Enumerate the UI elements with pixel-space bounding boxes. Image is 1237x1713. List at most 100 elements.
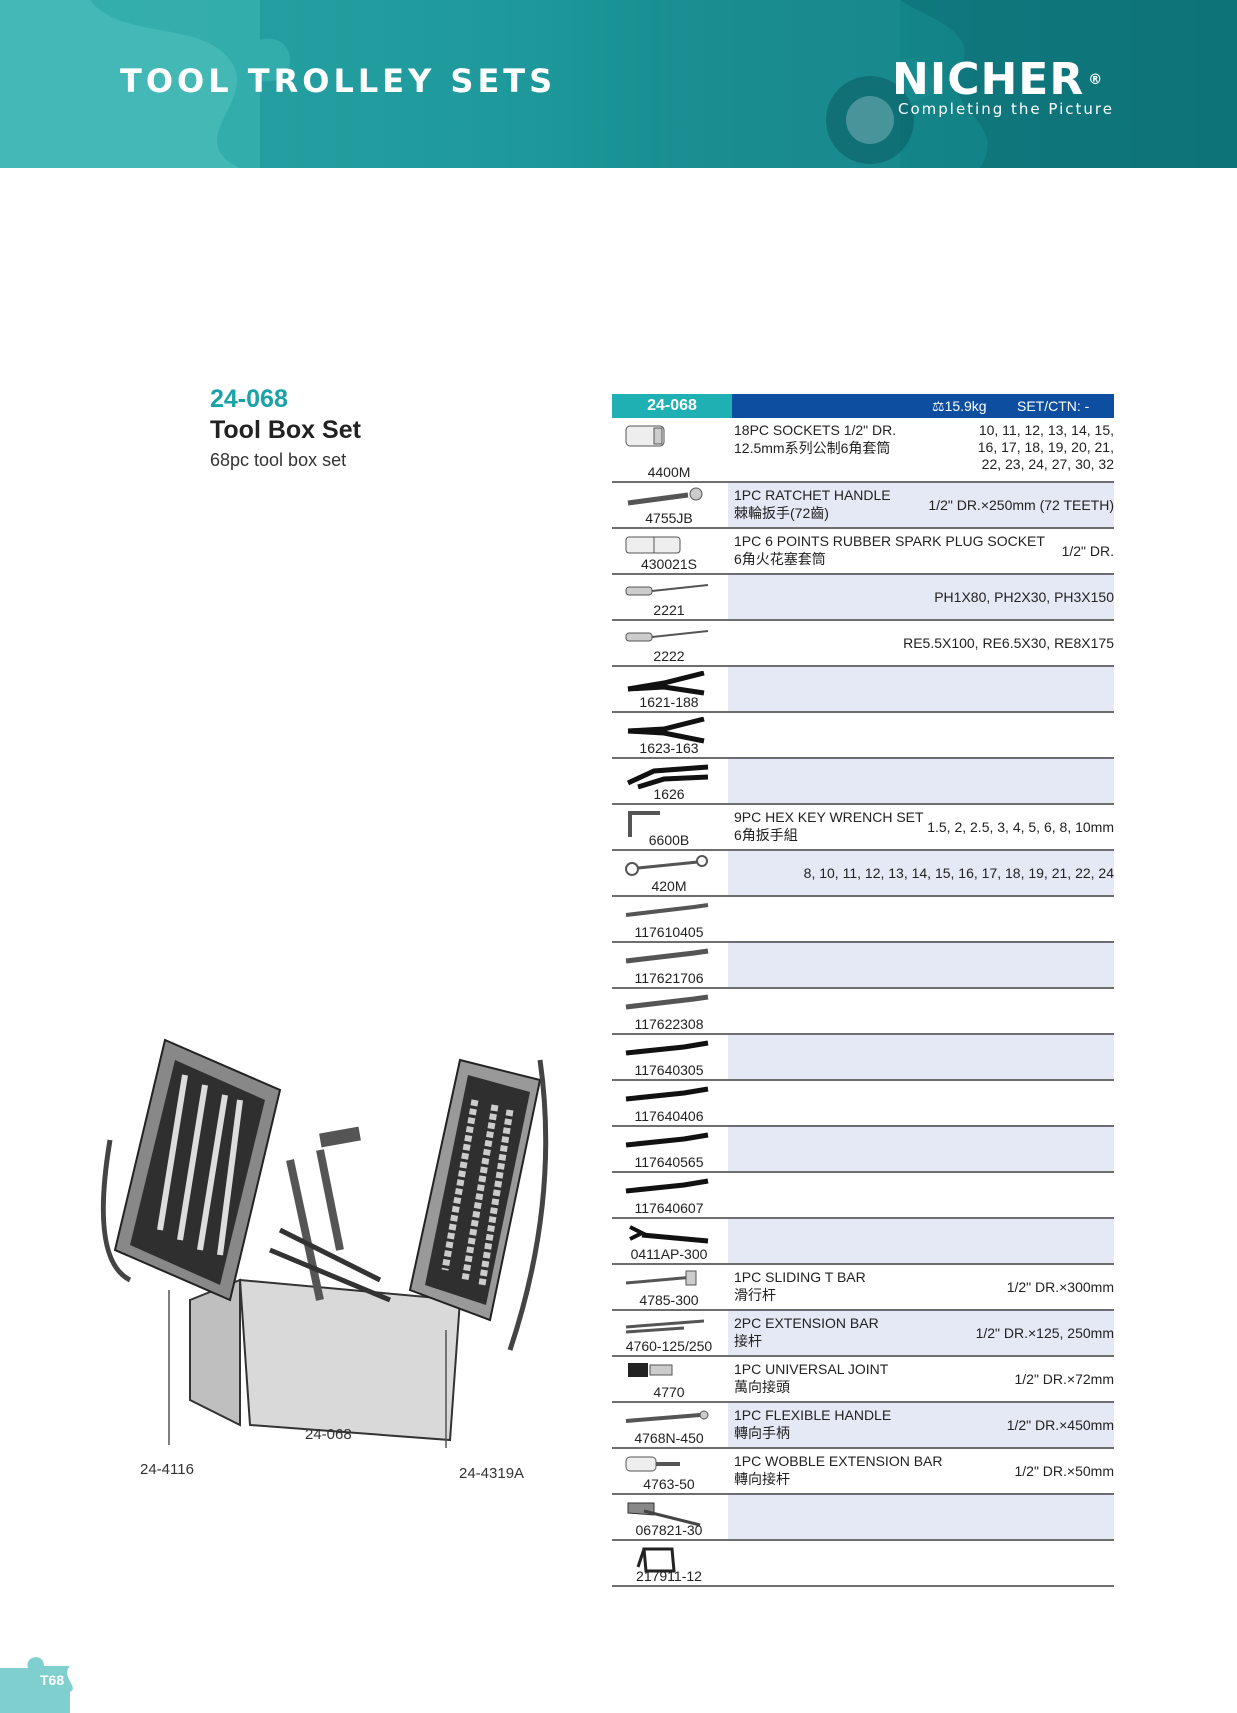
item-desc-cn: 滑行杆 <box>734 1287 776 1303</box>
item-desc-cn: 轉向手柄 <box>734 1425 790 1441</box>
item-size: RE5.5X100, RE6.5X30, RE8X175 <box>903 635 1114 651</box>
combination-wrench-icon <box>625 855 708 876</box>
table-row: 4770 1PC UNIVERSAL JOINT 萬向接頭 1/2" DR.×7… <box>612 1357 1114 1403</box>
table-row: 4400M 18PC SOCKETS 1/2" DR. 12.5mm系列公制6角… <box>612 418 1114 483</box>
item-size: 1/2" DR.×72mm <box>1014 1371 1114 1387</box>
brand-tagline: Completing the Picture <box>898 100 1114 118</box>
table-row: 6600B 9PC HEX KEY WRENCH SET 6角扳手組 1.5, … <box>612 805 1114 851</box>
item-code: 430021S <box>640 556 698 572</box>
weight-info: ⚖15.9kg <box>932 394 987 418</box>
file-icon <box>625 1086 709 1102</box>
scale-icon: ⚖ <box>932 398 945 414</box>
item-desc-cn: 12.5mm系列公制6角套筒 <box>734 440 891 456</box>
table-row: 1621-188 <box>612 667 1114 713</box>
item-desc: 1PC WOBBLE EXTENSION BAR <box>734 1453 943 1469</box>
item-desc: 9PC HEX KEY WRENCH SET <box>734 809 924 825</box>
universal-joint-icon <box>628 1363 673 1377</box>
item-code: 420M <box>651 878 687 894</box>
table-row: 217911-12 <box>612 1541 1114 1587</box>
item-code: 117640565 <box>634 1154 704 1170</box>
table-row: 1623-163 <box>612 713 1114 759</box>
table-row: 4785-300 1PC SLIDING T BAR 滑行杆 1/2" DR.×… <box>612 1265 1114 1311</box>
hex-key-icon <box>628 811 660 837</box>
item-size: 10, 11, 12, 13, 14, 15,16, 17, 18, 19, 2… <box>978 422 1114 473</box>
item-desc: 2PC EXTENSION BAR <box>734 1315 879 1331</box>
file-icon <box>625 1132 709 1148</box>
caption-center: 24-068 <box>305 1426 352 1443</box>
ratchet-icon <box>627 487 703 506</box>
punch-icon <box>625 994 709 1010</box>
item-code: 0411AP-300 <box>630 1246 708 1262</box>
item-code: 1626 <box>653 786 685 802</box>
item-code: 4768N-450 <box>634 1430 704 1446</box>
item-desc-cn: 棘輪扳手(72齒) <box>734 505 829 521</box>
product-description: 68pc tool box set <box>210 450 347 470</box>
item-code: 1621-188 <box>639 694 699 710</box>
item-code: 4400M <box>647 464 691 480</box>
item-size: 8, 10, 11, 12, 13, 14, 15, 16, 17, 18, 1… <box>803 865 1114 881</box>
item-code: 117621706 <box>634 970 704 986</box>
brand-logo: NICHER® <box>892 58 1103 102</box>
item-desc: 18PC SOCKETS 1/2" DR. <box>734 422 897 438</box>
item-code: 6600B <box>648 832 690 848</box>
section-title: TOOL TROLLEY SETS <box>120 62 557 100</box>
item-code: 117622308 <box>634 1016 704 1032</box>
item-code: 117640607 <box>634 1200 704 1216</box>
socket-icon <box>625 425 665 447</box>
file-icon <box>625 1178 709 1194</box>
item-desc-cn: 轉向接杆 <box>734 1471 790 1487</box>
size-line-2: 16, 17, 18, 19, 20, 21, <box>977 439 1114 455</box>
table-row: 117610405 <box>612 897 1114 943</box>
table-header-code: 24-068 <box>612 394 732 418</box>
contents-table: 24-068 ⚖15.9kg SET/CTN: - 4400M 18PC SOC… <box>612 394 1114 1587</box>
sliding-t-bar-icon <box>625 1270 697 1286</box>
registered-mark: ® <box>1088 72 1104 88</box>
item-desc: 1PC 6 POINTS RUBBER SPARK PLUG SOCKET <box>734 533 1045 549</box>
item-size: 1/2" DR.×450mm <box>1006 1417 1114 1433</box>
table-row: 2222 RE5.5X100, RE6.5X30, RE8X175 <box>612 621 1114 667</box>
item-desc: 1PC FLEXIBLE HANDLE <box>734 1407 892 1423</box>
table-row: 117640607 <box>612 1173 1114 1219</box>
table-row: 2221 PH1X80, PH2X30, PH3X150 <box>612 575 1114 621</box>
item-desc-cn: 接杆 <box>734 1333 762 1349</box>
item-code: 117640406 <box>634 1108 704 1124</box>
table-row: 067821-30 <box>612 1495 1114 1541</box>
item-size: 1/2" DR.×300mm <box>1006 1279 1114 1295</box>
item-size: 1/2" DR.×250mm (72 TEETH) <box>928 497 1114 513</box>
table-row: 117622308 <box>612 989 1114 1035</box>
caption-left: 24-4116 <box>140 1461 194 1478</box>
table-row: 117640305 <box>612 1035 1114 1081</box>
table-row: 4760-125/250 2PC EXTENSION BAR 接杆 1/2" D… <box>612 1311 1114 1357</box>
item-code: 117640305 <box>634 1062 704 1078</box>
punch-icon <box>625 948 709 964</box>
punch-icon <box>625 903 709 917</box>
table-row: 117640406 <box>612 1081 1114 1127</box>
table-header: 24-068 ⚖15.9kg SET/CTN: - <box>612 394 1114 418</box>
wobble-extension-icon <box>625 1456 680 1472</box>
item-size: 1.5, 2, 2.5, 3, 4, 5, 6, 8, 10mm <box>927 819 1114 835</box>
water-pump-pliers-icon <box>626 764 709 790</box>
item-size: 1/2" DR.×50mm <box>1014 1463 1114 1479</box>
table-row: 430021S 1PC 6 POINTS RUBBER SPARK PLUG S… <box>612 529 1114 575</box>
table-row: 420M 8, 10, 11, 12, 13, 14, 15, 16, 17, … <box>612 851 1114 897</box>
hammer-icon <box>627 1502 701 1527</box>
slotted-screwdriver-icon <box>625 630 709 642</box>
item-desc-cn: 6角火花塞套筒 <box>734 551 826 567</box>
table-row: 1626 <box>612 759 1114 805</box>
product-name: Tool Box Set <box>210 416 361 444</box>
item-code: 217911-12 <box>636 1568 702 1584</box>
product-code: 24-068 <box>210 385 288 413</box>
item-code: 2221 <box>653 602 685 618</box>
long-nose-pliers-icon <box>627 717 705 744</box>
table-row: 4768N-450 1PC FLEXIBLE HANDLE 轉向手柄 1/2" … <box>612 1403 1114 1449</box>
item-code: 4755JB <box>645 510 693 526</box>
hacksaw-icon <box>636 1547 676 1573</box>
puzzle-piece-icon <box>0 1657 73 1713</box>
flexible-handle-icon <box>625 1410 709 1423</box>
item-code: 4785-300 <box>639 1292 699 1308</box>
item-code: 117610405 <box>634 924 704 940</box>
file-icon <box>625 1040 709 1056</box>
combination-pliers-icon <box>627 671 705 696</box>
header-banner: TOOL TROLLEY SETS NICHER® Completing the… <box>0 0 1237 168</box>
puzzle-background <box>0 0 1237 168</box>
